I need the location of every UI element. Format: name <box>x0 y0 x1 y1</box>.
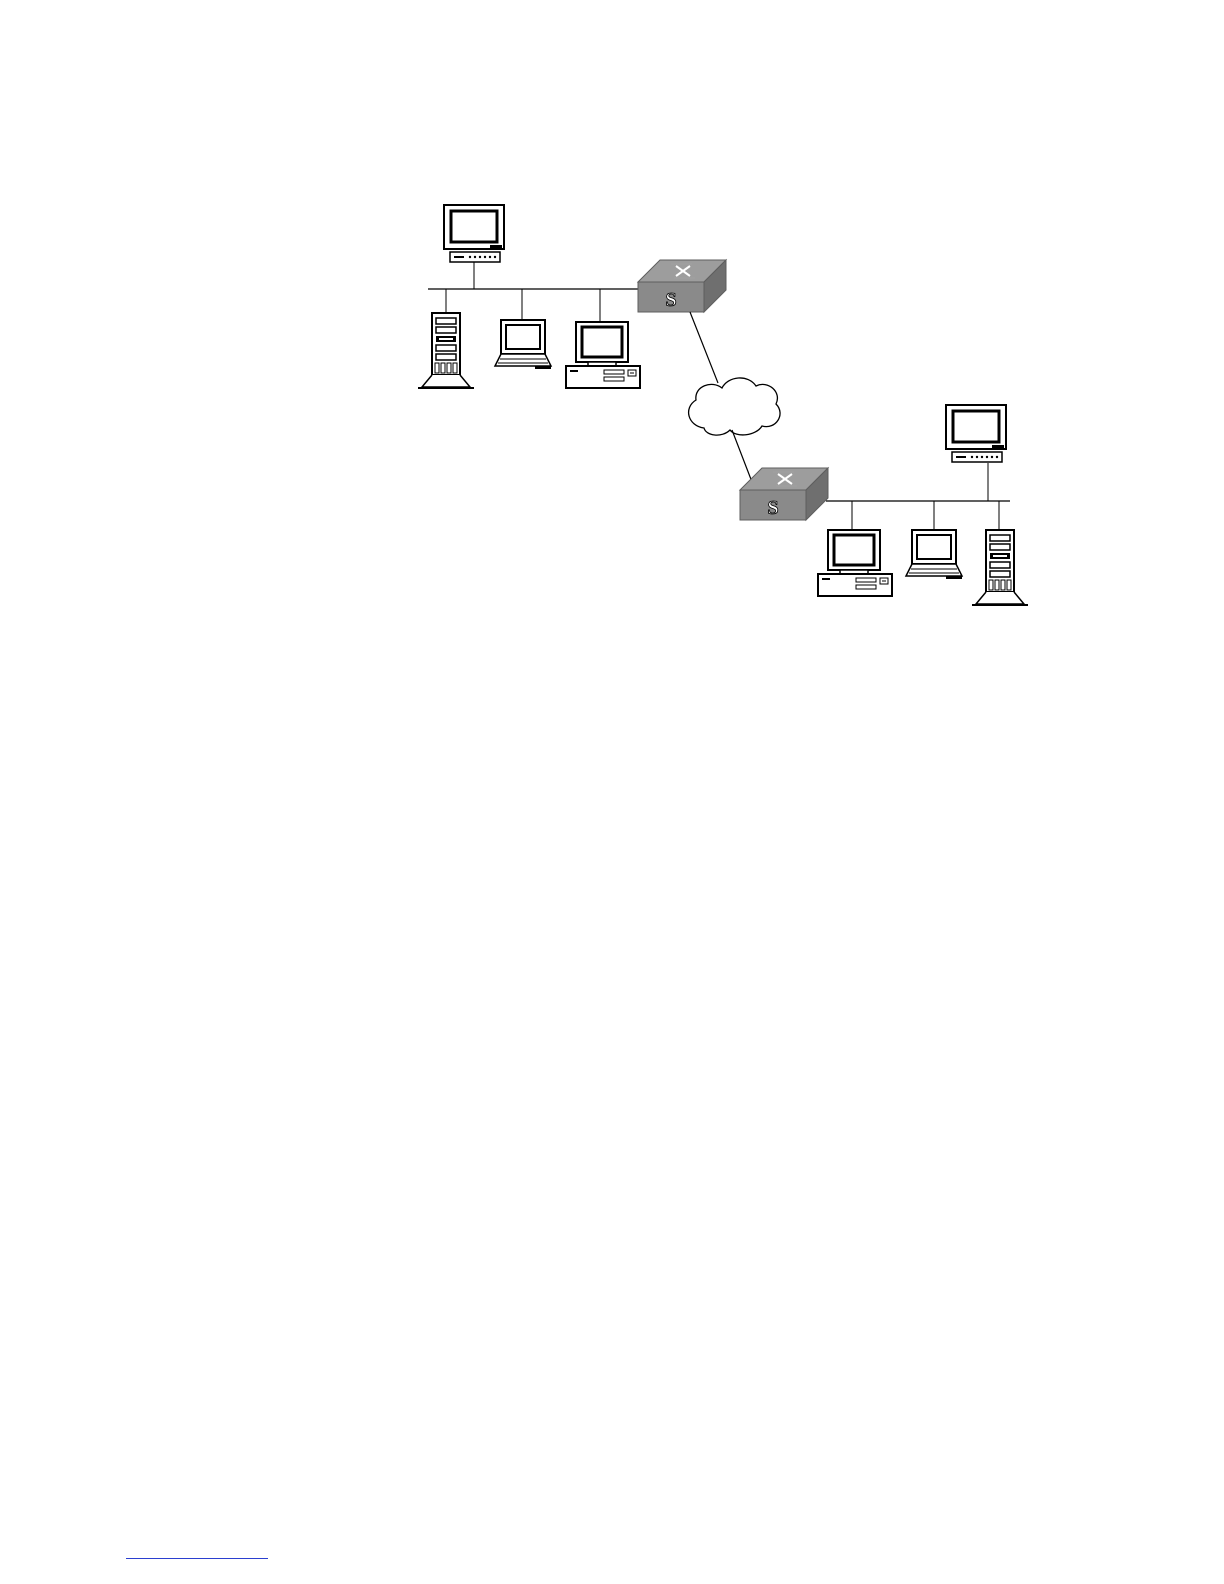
network-cloud-icon <box>689 378 780 435</box>
switch-label: S <box>665 289 676 311</box>
laptop-icon <box>495 320 551 369</box>
switch-label: S <box>767 497 778 519</box>
tower-server-icon <box>418 313 474 388</box>
tower-server-icon <box>972 530 1028 605</box>
link-cloud-switch-b <box>732 430 752 482</box>
desktop-pc-icon <box>818 530 892 596</box>
monitor-workstation-icon <box>946 405 1006 462</box>
desktop-pc-icon <box>566 322 640 388</box>
footnote-separator <box>126 1558 268 1559</box>
laptop-icon <box>906 530 962 579</box>
switch-icon: S <box>638 260 726 312</box>
switch-icon: S <box>740 468 828 520</box>
monitor-workstation-icon <box>444 205 504 262</box>
link-switch-a-cloud <box>690 312 718 383</box>
